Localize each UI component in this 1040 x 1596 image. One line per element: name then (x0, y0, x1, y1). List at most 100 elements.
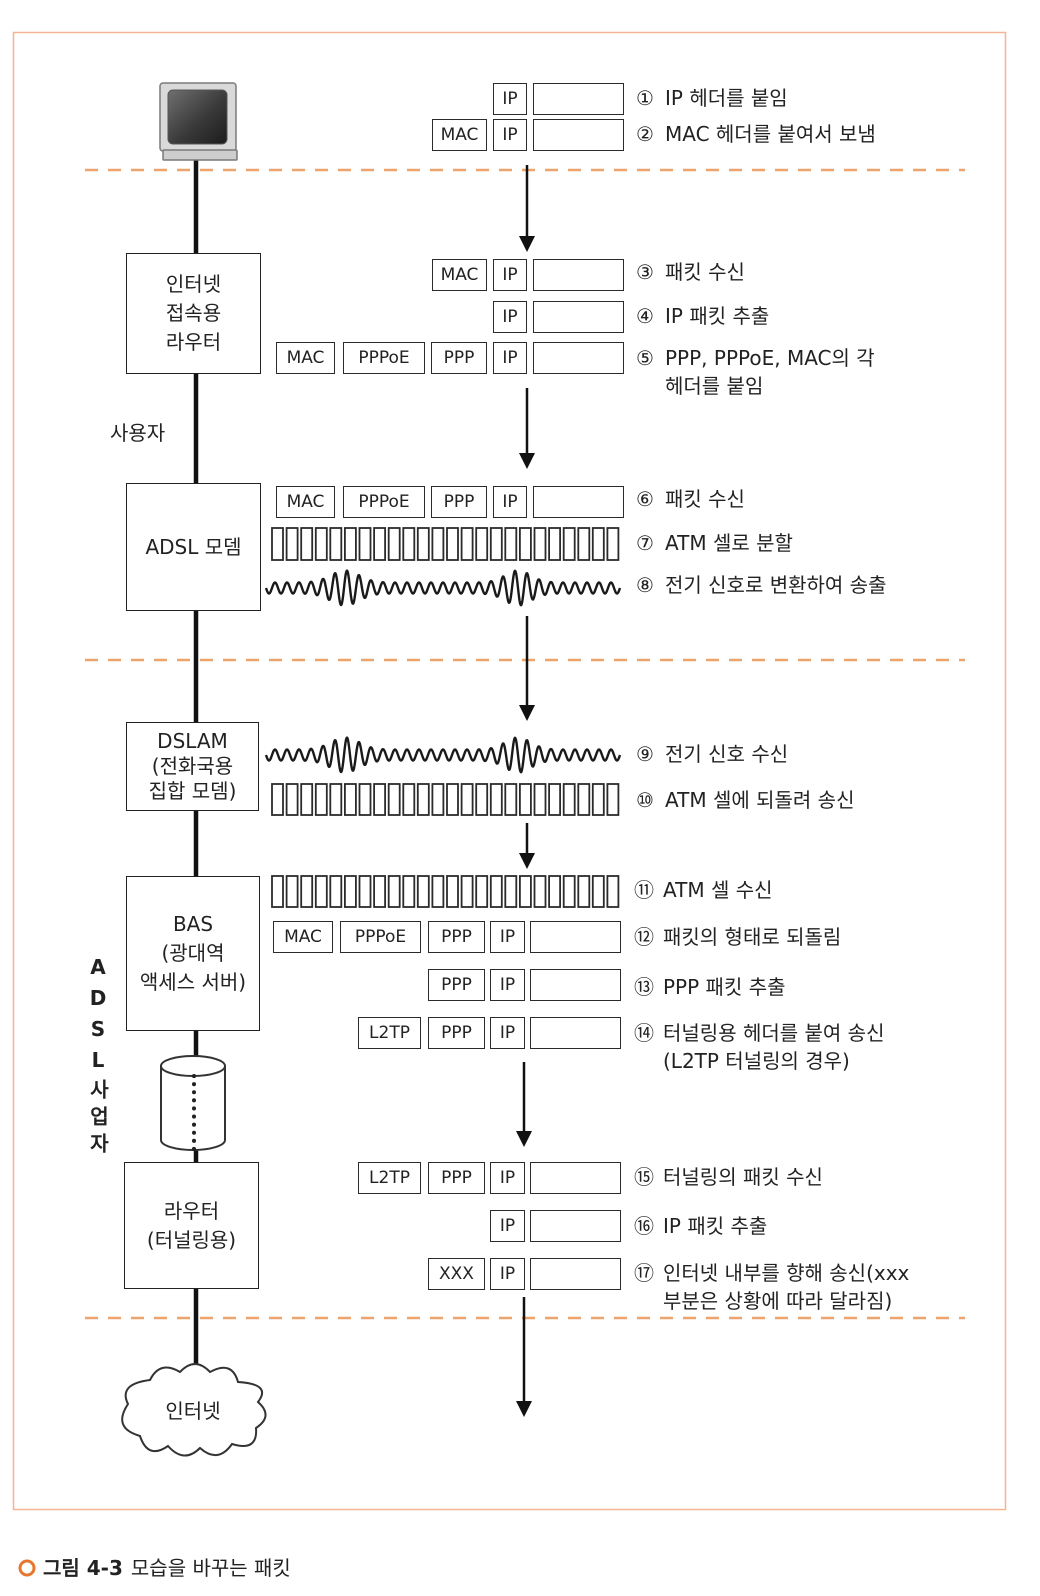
atm-cell (446, 527, 459, 561)
atm-cell (329, 783, 343, 816)
payload-box (533, 119, 624, 151)
payload-box (530, 1017, 621, 1049)
ip-header: IP (493, 119, 527, 151)
step-text: 인터넷 내부를 향해 송신(xxx (663, 1261, 910, 1285)
bas-box: BAS (광대역 액세스 서버) (126, 876, 260, 1031)
atm-cell (533, 875, 547, 908)
atm-cell (606, 875, 620, 908)
ip-header: IP (493, 259, 527, 291)
node-label: 집합 모뎀) (148, 779, 237, 803)
atm-cell (343, 527, 357, 561)
step-text: 터널링의 패킷 수신 (663, 1165, 823, 1189)
step-label: ⑪ ATM 셀 수신 (634, 876, 773, 904)
node-label: DSLAM (157, 729, 228, 753)
atm-cell (271, 783, 284, 816)
packet-step-6: MAC PPPoE PPP IP (0, 486, 1040, 518)
ip-header: IP (490, 1210, 525, 1242)
packet-step-4: IP (0, 301, 1040, 333)
step-text: 전기 신호로 변환하여 송출 (665, 573, 887, 597)
step-number: ⑭ (634, 1021, 654, 1045)
flow-arrow (519, 616, 535, 721)
electric-signal-wave (264, 569, 622, 607)
provider-label-adsl: ADSL (86, 955, 110, 1079)
step-number: ② (636, 122, 654, 146)
atm-cell (402, 875, 416, 908)
atm-cell (519, 783, 532, 816)
ip-header: IP (493, 342, 527, 374)
atm-cell (562, 783, 576, 816)
step-text: 패킷 수신 (665, 260, 745, 284)
step-number: ⑮ (634, 1165, 654, 1189)
atm-cell (402, 783, 416, 816)
atm-cell (300, 875, 314, 908)
payload-box (533, 301, 624, 333)
step-text-continued: 부분은 상황에 따라 달라짐) (663, 1289, 893, 1313)
atm-cell (533, 527, 547, 561)
atm-cell (314, 875, 328, 908)
atm-cell (606, 783, 620, 816)
dslam-box: DSLAM (전화국용 집합 모뎀) (126, 722, 259, 811)
ip-header: IP (490, 969, 525, 1001)
atm-cell (504, 875, 518, 908)
atm-cell (416, 783, 430, 816)
step-number: ⑩ (636, 788, 654, 812)
atm-cell (446, 783, 459, 816)
atm-cell (591, 527, 605, 561)
step-text: PPP 패킷 추출 (663, 975, 786, 999)
node-label: 인터넷 (165, 272, 222, 296)
node-label: 라우터 (163, 1198, 220, 1223)
ip-header: IP (493, 486, 527, 518)
flow-arrow (519, 823, 535, 869)
atm-cell (519, 527, 532, 561)
atm-cell (285, 783, 299, 816)
atm-cell (504, 527, 518, 561)
mac-header: MAC (432, 259, 487, 291)
node-label: (터널링용) (146, 1227, 237, 1252)
atm-cell (577, 783, 591, 816)
step-text: IP 패킷 추출 (665, 304, 770, 328)
circle-bullet-icon (18, 1559, 36, 1577)
atm-cell (548, 875, 561, 908)
pppoe-header: PPPoE (343, 486, 425, 518)
step-number: ⑪ (634, 878, 654, 902)
atm-cell (504, 783, 518, 816)
atm-cell (460, 875, 474, 908)
atm-cell (606, 527, 620, 561)
payload-box (530, 1210, 621, 1242)
node-label: 라우터 (165, 330, 222, 354)
ip-header: IP (490, 921, 525, 953)
step-text: ATM 셀 수신 (663, 878, 773, 902)
atm-cell (358, 527, 372, 561)
atm-cell (314, 527, 328, 561)
atm-cell (591, 783, 605, 816)
ip-header: IP (490, 1162, 525, 1194)
user-side-label: 사용자 (110, 421, 166, 445)
atm-cell-row (271, 875, 620, 908)
xxx-header: XXX (428, 1258, 485, 1290)
atm-cell (343, 783, 357, 816)
atm-cell (387, 875, 401, 908)
atm-cell (416, 527, 430, 561)
payload-box (533, 486, 624, 518)
payload-box (530, 969, 621, 1001)
atm-cell (562, 875, 576, 908)
step-number: ④ (636, 304, 654, 328)
atm-cell (533, 783, 547, 816)
caption-text: 모습을 바꾸는 패킷 (130, 1556, 291, 1580)
packet-step-1: IP (0, 83, 1040, 115)
mac-header: MAC (432, 119, 487, 151)
atm-cell (387, 783, 401, 816)
node-label: (광대역 (161, 941, 225, 965)
step-label: ⑮ 터널링의 패킷 수신 (634, 1163, 823, 1191)
packet-step-13: PPP IP (0, 969, 1040, 1001)
ppp-header: PPP (431, 486, 487, 518)
atm-cell (285, 875, 299, 908)
